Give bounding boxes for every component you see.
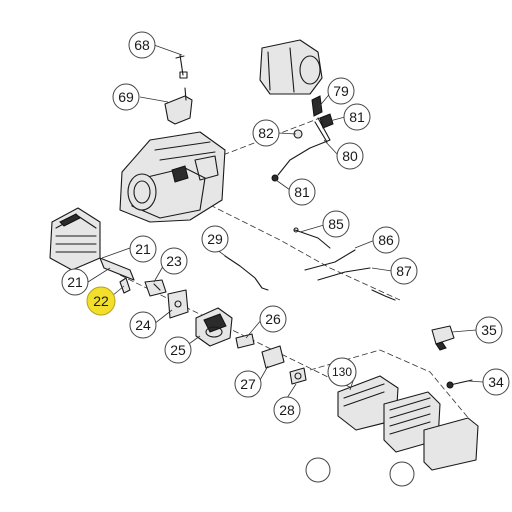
callout-25[interactable]: 25 [164,336,192,364]
callout-21-lower[interactable]: 21 [61,268,89,296]
engine-block-part[interactable] [119,131,226,223]
svg-text:81: 81 [349,109,365,125]
svg-text:27: 27 [240,376,256,392]
callout-24[interactable]: 24 [129,311,157,339]
svg-text:130: 130 [332,365,352,379]
callout-68[interactable]: 68 [128,31,156,59]
svg-text:69: 69 [118,89,134,105]
callout-130[interactable]: 130 [327,357,357,387]
svg-text:22: 22 [93,293,109,309]
svg-text:23: 23 [166,253,182,269]
callout-81[interactable]: 81 [343,103,371,131]
callout-79[interactable]: 79 [327,77,355,105]
bracket-part[interactable] [164,87,193,125]
intake-parts[interactable] [99,257,167,297]
callout-29[interactable]: 29 [201,225,229,253]
fuel-tank-part[interactable] [259,39,323,95]
svg-text:35: 35 [481,322,497,338]
gasket-parts[interactable] [235,333,307,385]
callouts: 68 69 79 81 82 80 81 85 [61,31,510,424]
callout-85[interactable]: 85 [322,210,350,238]
callout-27[interactable]: 27 [234,370,262,398]
svg-text:28: 28 [279,402,295,418]
callout-81-lower[interactable]: 81 [288,178,316,206]
svg-text:79: 79 [333,83,349,99]
callout-35[interactable]: 35 [475,316,503,344]
air-filter-assembly-part[interactable] [337,375,479,471]
svg-text:21: 21 [67,274,83,290]
fuel-valve-part[interactable] [431,325,455,351]
callout-22-highlighted[interactable]: 22 [86,286,116,316]
callout-26[interactable]: 26 [259,305,287,333]
svg-text:25: 25 [170,342,186,358]
control-linkage-parts[interactable] [224,227,396,301]
svg-text:34: 34 [488,374,504,390]
svg-text:24: 24 [135,317,151,333]
callout-87[interactable]: 87 [390,257,418,285]
leader-lines [87,44,484,399]
cylinder-head-part[interactable] [49,207,101,271]
svg-text:82: 82 [258,125,274,141]
heat-shield-part[interactable] [167,289,189,319]
fuel-line-part[interactable] [271,95,334,182]
svg-text:80: 80 [342,148,358,164]
svg-text:68: 68 [134,37,150,53]
svg-text:26: 26 [265,311,281,327]
svg-text:86: 86 [378,232,394,248]
callout-82[interactable]: 82 [252,119,280,147]
callout-69[interactable]: 69 [112,83,140,111]
svg-text:81: 81 [294,184,310,200]
svg-text:21: 21 [135,241,151,257]
callout-80[interactable]: 80 [336,142,364,170]
svg-text:85: 85 [328,216,344,232]
svg-text:29: 29 [207,231,223,247]
dipstick-part[interactable] [175,54,188,79]
callout-21[interactable]: 21 [129,235,157,263]
svg-text:87: 87 [396,263,412,279]
carburetor-part[interactable] [195,307,233,347]
callout-34[interactable]: 34 [482,368,510,396]
callout-86[interactable]: 86 [372,226,400,254]
callout-23[interactable]: 23 [160,247,188,275]
cropped-callouts [305,457,415,487]
callout-28[interactable]: 28 [273,396,301,424]
